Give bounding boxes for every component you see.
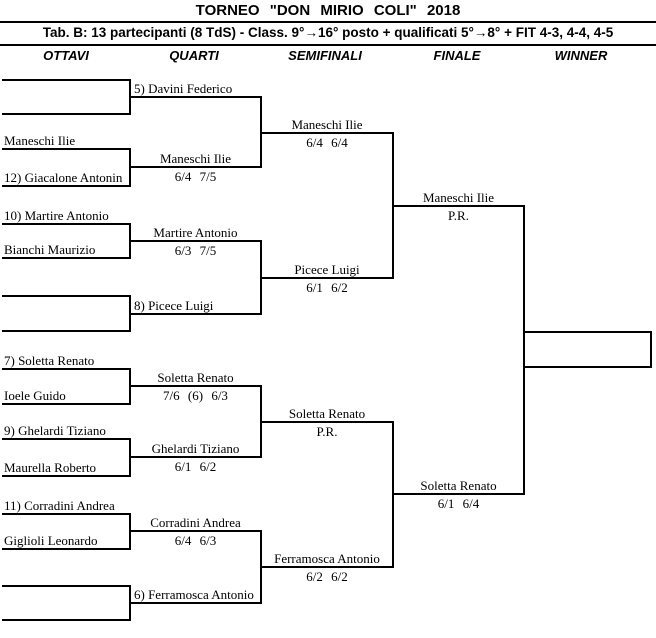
player-name: 8) Picece Luigi: [134, 298, 214, 313]
quarti-slot-7: Corradini Andrea: [129, 513, 262, 532]
match-score: 6/4 6/3: [174, 533, 217, 548]
final-slot-1: Maneschi Ilie: [392, 188, 525, 207]
quarti-slot-8: 6) Ferramosca Antonio: [129, 585, 262, 604]
player-name: Maneschi Ilie: [291, 117, 363, 132]
ottavi-slot-9: 7) Soletta Renato: [2, 351, 131, 370]
ottavi-slot-12: Maurella Roberto: [2, 458, 131, 477]
ottavi-slot-4: 12) Giacalone Antonin: [2, 168, 131, 187]
player-name: Soletta Renato: [420, 478, 497, 493]
quarti-slot-1: 5) Davini Federico: [129, 79, 262, 98]
match-score: 6/1 6/4: [437, 496, 480, 511]
player-name: Maneschi Ilie: [159, 151, 232, 166]
player-name: 7) Soletta Renato: [4, 353, 95, 368]
player-name: Soletta Renato: [288, 406, 366, 421]
ottavi-slot-11: 9) Ghelardi Tiziano: [2, 421, 131, 440]
column-header-winner: WINNER: [554, 48, 608, 63]
ottavi-slot-8: [2, 313, 131, 332]
ottavi-slot-15: [2, 568, 131, 587]
match-score: 6/2 6/2: [306, 569, 348, 584]
player-name: Corradini Andrea: [150, 515, 241, 530]
match-score: P.R.: [316, 424, 338, 439]
player-name: Maneschi Ilie: [4, 133, 76, 148]
player-name: Soletta Renato: [157, 370, 234, 385]
player-name: Martire Antonio: [153, 225, 238, 240]
ottavi-slot-5: 10) Martire Antonio: [2, 206, 131, 225]
player-name: Ferramosca Antonio: [274, 551, 380, 566]
winner-slot: [523, 331, 652, 368]
player-name: Maurella Roberto: [4, 460, 97, 475]
player-name: Ioele Guido: [4, 388, 66, 403]
ottavi-slot-10: Ioele Guido: [2, 386, 131, 405]
page-title: TORNEO "DON MIRIO COLI" 2018: [195, 2, 461, 19]
ottavi-slot-16: [2, 602, 131, 621]
player-name: 9) Ghelardi Tiziano: [4, 423, 106, 438]
semifinal-slot-2: Picece Luigi: [260, 260, 394, 279]
match-score: P.R.: [448, 208, 469, 223]
semifinal-slot-4: Ferramosca Antonio: [260, 549, 394, 568]
ottavi-slot-13: 11) Corradini Andrea: [2, 496, 131, 515]
player-name: 10) Martire Antonio: [4, 208, 109, 223]
player-name: Ghelardi Tiziano: [151, 441, 240, 456]
match-score: 6/4 6/4: [306, 135, 348, 150]
quarti-slot-4: 8) Picece Luigi: [129, 296, 262, 315]
final-slot-2: Soletta Renato: [392, 476, 525, 495]
match-score: 6/3 7/5: [174, 243, 217, 258]
match-score: 7/6 (6) 6/3: [163, 388, 228, 403]
match-score: 6/1 6/2: [306, 280, 348, 295]
player-name: 6) Ferramosca Antonio: [134, 587, 254, 602]
column-header-finale: FINALE: [433, 48, 481, 63]
ottavi-slot-3: Maneschi Ilie: [2, 131, 131, 150]
column-header-quarti: QUARTI: [169, 48, 219, 63]
quarti-slot-5: Soletta Renato: [129, 368, 262, 387]
player-name: Bianchi Maurizio: [4, 242, 96, 257]
column-header-semifinali: SEMIFINALI: [288, 48, 362, 63]
player-name: Picece Luigi: [294, 262, 360, 277]
player-name: 12) Giacalone Antonin: [4, 170, 123, 185]
semifinal-slot-1: Maneschi Ilie: [260, 115, 394, 134]
bracket-subtitle: Tab. B: 13 partecipanti (8 TdS) - Class.…: [42, 25, 614, 40]
player-name: 11) Corradini Andrea: [4, 498, 115, 513]
match-score: 6/4 7/5: [174, 169, 217, 184]
divider-line: [0, 44, 656, 46]
column-header-ottavi: OTTAVI: [43, 48, 89, 63]
quarti-slot-2: Maneschi Ilie: [129, 149, 262, 168]
player-name: 5) Davini Federico: [134, 81, 233, 96]
quarti-slot-6: Ghelardi Tiziano: [129, 439, 262, 458]
ottavi-slot-14: Giglioli Leonardo: [2, 531, 131, 550]
player-name: Giglioli Leonardo: [4, 533, 98, 548]
quarti-slot-3: Martire Antonio: [129, 223, 262, 242]
ottavi-slot-7: [2, 278, 131, 297]
divider-line: [0, 21, 656, 23]
ottavi-slot-1: [2, 62, 131, 81]
ottavi-slot-6: Bianchi Maurizio: [2, 240, 131, 259]
match-score: 6/1 6/2: [174, 459, 217, 474]
player-name: Maneschi Ilie: [422, 190, 495, 205]
ottavi-slot-2: [2, 96, 131, 115]
semifinal-slot-3: Soletta Renato: [260, 404, 394, 423]
